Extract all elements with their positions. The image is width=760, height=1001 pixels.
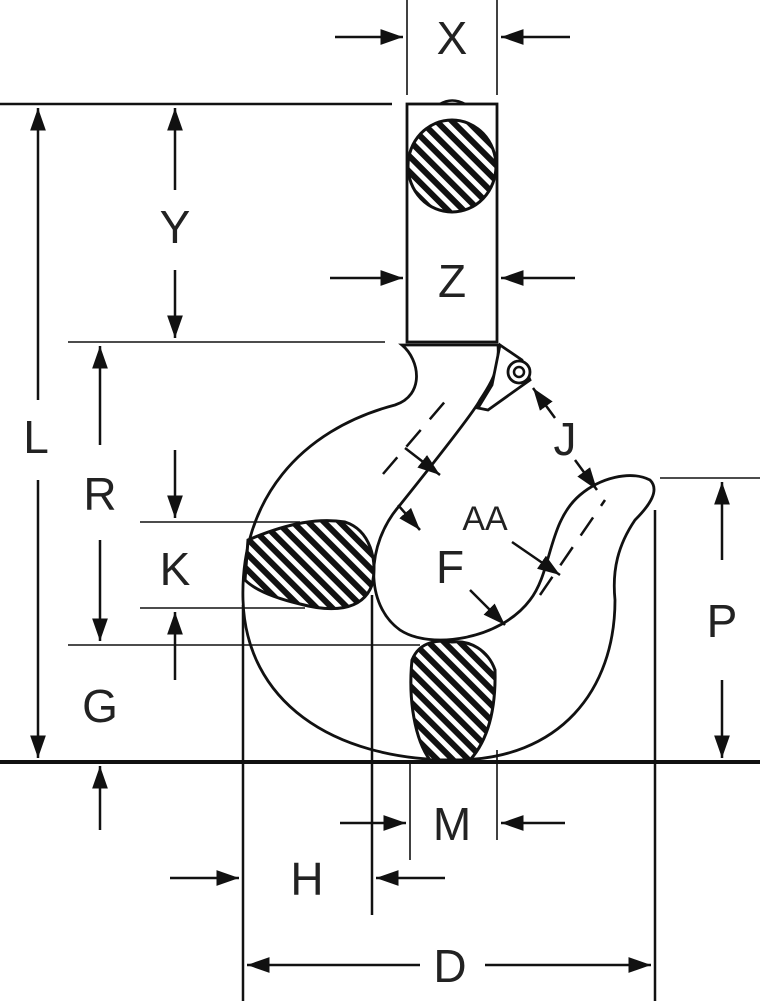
label-d: D [433, 940, 466, 992]
label-l: L [23, 411, 49, 463]
label-h: H [290, 853, 323, 905]
shank-section [406, 118, 498, 214]
hook-outline [241, 343, 656, 762]
label-p: P [707, 595, 738, 647]
throat-section [243, 519, 376, 611]
label-x: X [437, 12, 468, 64]
label-r: R [83, 468, 116, 520]
label-j: J [554, 413, 577, 465]
label-z: Z [438, 255, 466, 307]
label-g: G [82, 680, 118, 732]
label-aa: AA [462, 500, 508, 538]
bowl-section [409, 639, 497, 762]
dimension-labels: X Y Z L R K G J AA F P M H D [23, 12, 737, 992]
dimension-arrows [30, 29, 730, 973]
latch-pivot [506, 359, 532, 385]
label-m: M [433, 798, 471, 850]
cross-sections [243, 118, 498, 762]
label-k: K [160, 543, 191, 595]
label-f: F [436, 541, 464, 593]
label-y: Y [160, 201, 191, 253]
